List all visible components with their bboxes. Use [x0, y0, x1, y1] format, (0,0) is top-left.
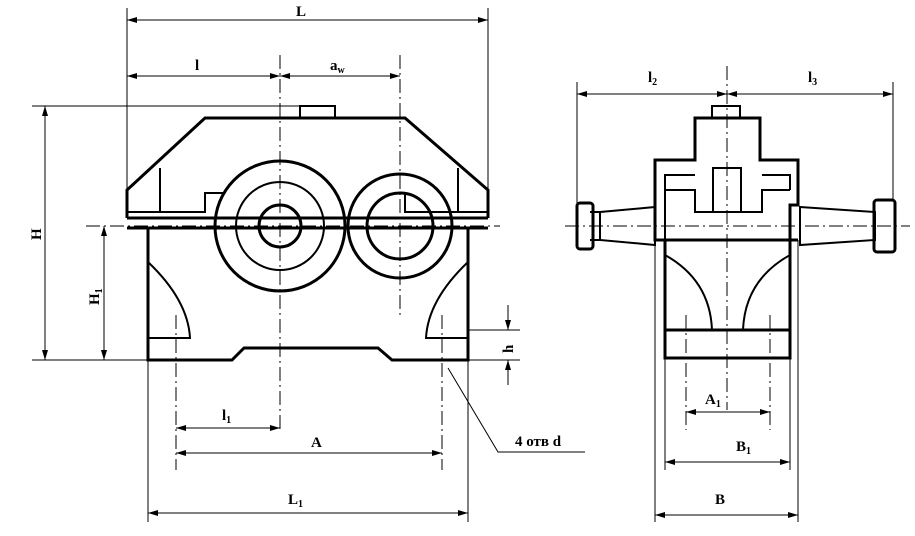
label-l2: l2 — [648, 70, 657, 88]
label-aw: aw — [330, 58, 346, 76]
label-A1: A1 — [705, 392, 721, 410]
label-h: h — [501, 344, 517, 353]
front-dimensions: L l aw H H1 h l1 A L1 4 отв d — [29, 4, 585, 522]
label-l3: l3 — [808, 70, 817, 88]
label-B: B — [715, 492, 725, 508]
side-left-foot-curve — [664, 254, 714, 331]
label-L: L — [296, 4, 306, 20]
label-l: l — [195, 58, 199, 74]
label-A: A — [311, 435, 322, 451]
side-view — [565, 66, 910, 430]
holes-leader — [447, 367, 585, 453]
housing-inner-left — [127, 168, 225, 213]
right-foot-curve — [424, 261, 469, 339]
label-holes: 4 отв d — [515, 434, 562, 450]
housing-lower-outline — [146, 228, 470, 362]
vent-cap — [299, 105, 336, 119]
label-B1: B1 — [736, 439, 751, 457]
side-dimensions: l2 l3 A1 B1 B — [576, 70, 894, 522]
side-vent-cap — [711, 105, 741, 119]
label-l1: l1 — [222, 408, 231, 426]
side-right-foot-curve — [741, 254, 791, 331]
front-view — [86, 55, 500, 470]
label-H: H — [29, 228, 45, 240]
side-housing-outline — [653, 116, 800, 360]
label-H1: H1 — [87, 288, 105, 305]
side-inner-frame — [664, 174, 791, 240]
housing-flange-line — [127, 216, 488, 230]
label-L1: L1 — [288, 492, 303, 510]
left-foot-curve — [147, 261, 192, 339]
